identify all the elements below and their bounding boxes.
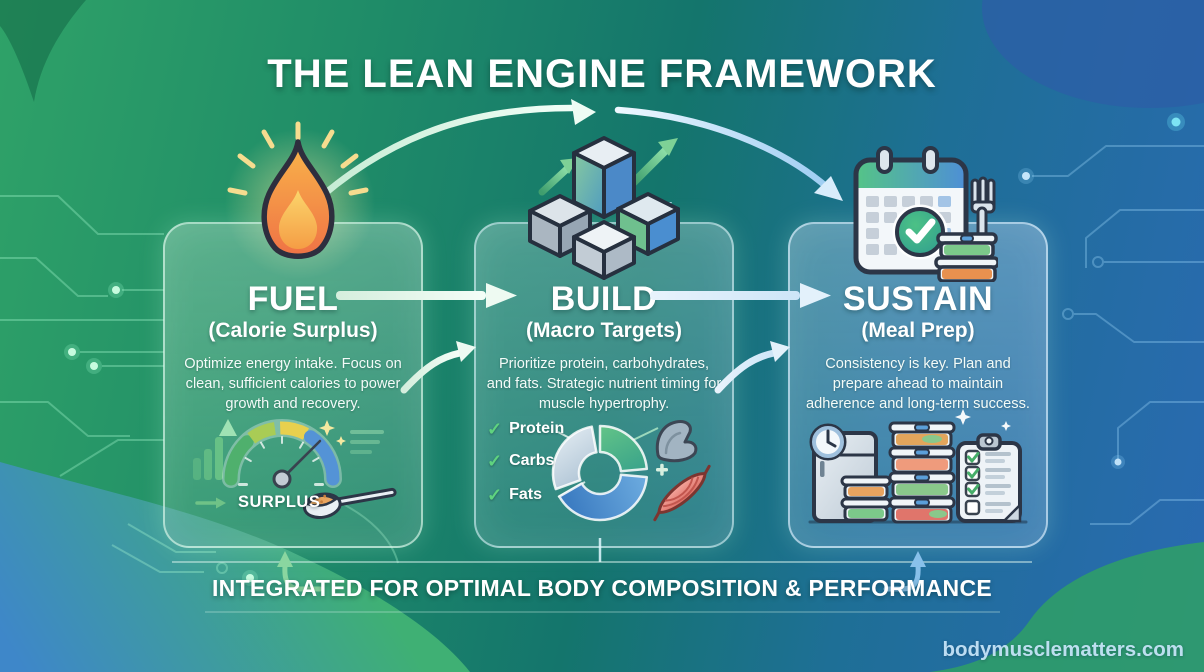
surplus-label: SURPLUS: [238, 493, 321, 511]
watermark: bodymusclematters.com: [942, 638, 1184, 661]
legend-carbs-label: Carbs: [509, 452, 555, 469]
card-build-title: BUILD: [550, 280, 658, 318]
legend-protein: ✓ Protein: [487, 420, 564, 438]
check-icon: ✓: [487, 419, 503, 439]
banner-text: INTEGRATED FOR OPTIMAL BODY COMPOSITION …: [211, 575, 993, 601]
legend-fats: ✓ Fats: [487, 486, 542, 504]
card-sustain-subtitle: (Meal Prep): [861, 319, 975, 342]
card-fuel-body: Optimize energy intake. Focus on clean, …: [184, 356, 402, 412]
legend-carbs: ✓ Carbs: [487, 452, 554, 470]
card-fuel-title: FUEL: [247, 280, 339, 318]
card-build-subtitle: (Macro Targets): [526, 319, 682, 342]
card-sustain: SUSTAIN (Meal Prep) Consistency is key. …: [788, 222, 1048, 548]
card-fuel-subtitle: (Calorie Surplus): [208, 319, 378, 342]
card-build-body: Prioritize protein, carbohydrates, and f…: [486, 356, 722, 412]
legend-fats-label: Fats: [509, 486, 542, 503]
card-sustain-title: SUSTAIN: [842, 280, 994, 318]
check-icon: ✓: [487, 485, 503, 505]
card-sustain-body: Consistency is key. Plan and prepare ahe…: [806, 356, 1030, 412]
check-icon: ✓: [487, 451, 503, 471]
legend-protein-label: Protein: [509, 420, 565, 437]
page-title: THE LEAN ENGINE FRAMEWORK: [267, 52, 937, 96]
